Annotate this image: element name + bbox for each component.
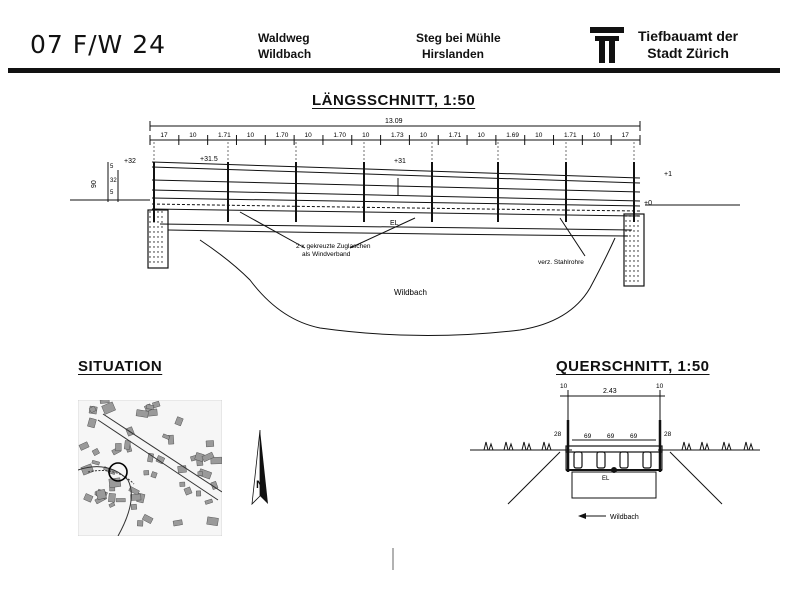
height-dim-2: 32 — [110, 178, 117, 184]
header-rule — [8, 68, 780, 73]
cross-width-dim: 2.43 — [603, 388, 617, 395]
segment-dim-label: 10 — [189, 132, 197, 139]
cross-beam-dim: 69 — [584, 433, 592, 440]
organisation-name: Tiefbauamt der Stadt Zürich — [638, 28, 738, 62]
segment-dim-label: 10 — [420, 132, 428, 139]
situation-map — [78, 400, 222, 536]
cross-edge-right-dim: 28 — [664, 431, 672, 438]
object-line-2: Hirslanden — [422, 47, 485, 61]
height-dim-1: 5 — [110, 164, 114, 170]
cross-beam — [573, 451, 583, 469]
segment-dim-label: 17 — [160, 132, 168, 139]
cross-beam-dim: 69 — [607, 433, 615, 440]
cross-beam — [642, 451, 652, 469]
bracing-note-1: 2 x gekreuzte Zuglaschen — [296, 243, 371, 250]
segment-dim-label: 10 — [593, 132, 601, 139]
segment-dim-label: 1.73 — [391, 132, 404, 139]
situation-title: SITUATION — [78, 358, 163, 375]
el-label: EL — [390, 220, 399, 227]
segment-dim-label: 1.70 — [276, 132, 289, 139]
level-mid-1: +31.5 — [200, 156, 218, 163]
level-mid-2: +31 — [394, 158, 406, 165]
segment-dim-label: 1.69 — [506, 132, 519, 139]
total-length-dim: 13.09 — [385, 118, 403, 125]
segment-dim-label: 10 — [477, 132, 485, 139]
cross-el-label: EL — [602, 476, 610, 482]
cross-edge-left-dim: 28 — [554, 431, 562, 438]
longitudinal-section-drawing: 13.09 17 10 1.71 10 1.70 10 1.70 10 1.73 10 1.71 10… — [70, 118, 740, 337]
segment-dim-label: 10 — [247, 132, 255, 139]
cross-beam — [619, 451, 629, 469]
org-line-2: Stadt Zürich — [647, 45, 729, 61]
longitudinal-section-title: LÄNGSSCHNITT, 1:50 — [312, 92, 476, 109]
cross-post-left-dim: 10 — [560, 383, 568, 390]
org-line-1: Tiefbauamt der — [638, 28, 739, 44]
segment-dim-label: 10 — [362, 132, 370, 139]
height-dim-3: 5 — [110, 190, 114, 196]
cross-section-title: QUERSCHNITT, 1:50 — [556, 358, 710, 375]
cross-post-right-dim: 10 — [656, 383, 664, 390]
stream-label: Wildbach — [394, 288, 427, 297]
segment-dim-label: 17 — [622, 132, 630, 139]
segment-dim-label: 1.70 — [333, 132, 346, 139]
location-line-2: Wildbach — [258, 47, 312, 61]
tiefbauamt-logo-icon — [590, 27, 624, 63]
centre-mark — [392, 548, 394, 570]
north-label: N — [256, 479, 264, 491]
object-line-1: Steg bei Mühle — [416, 31, 501, 45]
location-line-1: Waldweg — [258, 31, 310, 45]
site-marker-icon — [108, 462, 128, 482]
level-right-top: +1 — [664, 171, 672, 178]
segment-dim-label: 1.71 — [218, 132, 231, 139]
level-right: +0 — [644, 200, 652, 207]
height-dim-total: 90 — [91, 180, 98, 188]
cross-beam-dim: 69 — [630, 433, 638, 440]
bracing-note-2: als Windverband — [302, 251, 351, 258]
level-left: +32 — [124, 158, 136, 165]
object-block: Steg bei Mühle Hirslanden — [416, 30, 501, 62]
segment-dim-label: 10 — [305, 132, 313, 139]
north-arrow-icon: N — [251, 430, 268, 506]
segment-dim-label: 1.71 — [564, 132, 577, 139]
cross-stream-label: Wildbach — [610, 514, 639, 521]
segment-dim-label: 1.71 — [449, 132, 462, 139]
segment-dim-label: 10 — [535, 132, 543, 139]
location-block: Waldweg Wildbach — [258, 30, 311, 62]
drawing-code: 07 F/W 24 — [30, 30, 167, 59]
cross-section-drawing: 2.43 10 10 28 28 69 69 69 EL Wildbach — [470, 383, 760, 521]
cross-beam — [596, 451, 606, 469]
steel-tubes-note: verz. Stahlrohre — [538, 259, 584, 266]
